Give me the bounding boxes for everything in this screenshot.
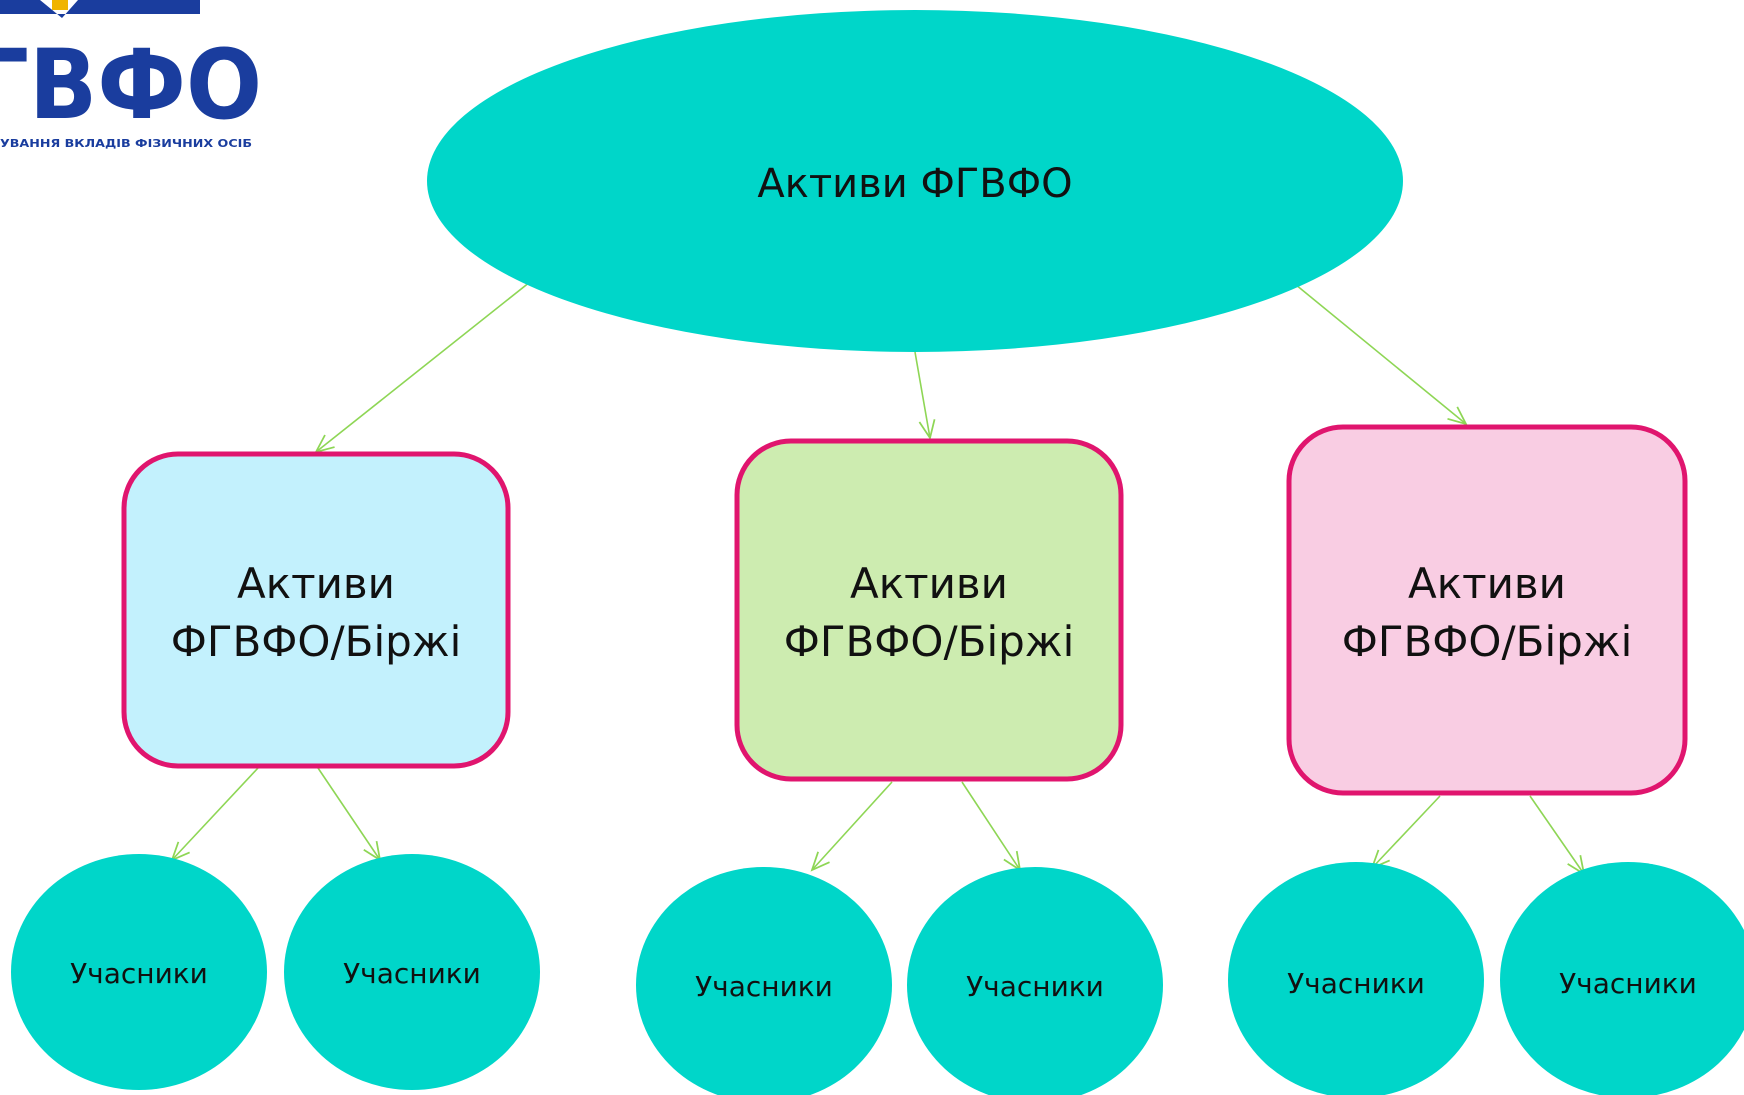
branch-box-2 xyxy=(734,438,1124,782)
root-label: Активи ФГВФО xyxy=(757,161,1072,207)
branch-box-1 xyxy=(121,451,511,769)
branch-1-label-line1: Активи xyxy=(237,559,395,608)
arrow-branch-2-to-child-1 xyxy=(810,781,893,872)
leaf-circle xyxy=(284,854,540,1090)
root-ellipse xyxy=(427,10,1403,352)
leaf-label: Учасники xyxy=(966,970,1104,1003)
connector-arrows xyxy=(170,277,1586,876)
leaf-label: Учасники xyxy=(695,970,833,1003)
branch-node-2: Активи ФГВФО/Біржі xyxy=(734,438,1124,782)
leaf-node: Учасники xyxy=(636,867,892,1095)
leaf-label: Учасники xyxy=(70,957,208,990)
arrow-root-to-branch-2 xyxy=(914,351,936,441)
leaf-node: Учасники xyxy=(1500,862,1744,1095)
leaf-circle xyxy=(1500,862,1744,1095)
arrow-branch-1-to-child-1 xyxy=(170,767,259,862)
branch-3-label-line2: ФГВФО/Біржі xyxy=(1342,617,1633,666)
leaf-label: Учасники xyxy=(1559,967,1697,1000)
leaf-circle xyxy=(1228,862,1484,1095)
leaf-circle xyxy=(907,867,1163,1095)
leaf-node: Учасники xyxy=(284,854,540,1090)
leaf-label: Учасники xyxy=(1287,967,1425,1000)
leaf-circle xyxy=(636,867,892,1095)
logo: ГВФО УВАННЯ ВКЛАДІВ ФІЗИЧНИХ ОСІБ xyxy=(0,0,262,150)
leaf-node: Учасники xyxy=(11,854,267,1090)
leaf-label: Учасники xyxy=(343,957,481,990)
leaf-node: Учасники xyxy=(907,867,1163,1095)
branch-1-label-line2: ФГВФО/Біржі xyxy=(171,617,462,666)
branch-2-label-line1: Активи xyxy=(850,559,1008,608)
logo-tagline: УВАННЯ ВКЛАДІВ ФІЗИЧНИХ ОСІБ xyxy=(0,137,252,150)
root-node: Активи ФГВФО xyxy=(427,10,1403,352)
branch-node-1: Активи ФГВФО/Біржі xyxy=(121,451,511,769)
logo-emblem-accent-icon xyxy=(52,0,68,10)
leaf-circle xyxy=(11,854,267,1090)
branch-3-label-line1: Активи xyxy=(1408,559,1566,608)
arrow-branch-2-to-child-2 xyxy=(961,781,1022,872)
arrow-root-to-branch-3 xyxy=(1289,279,1468,426)
branch-box-3 xyxy=(1286,424,1688,796)
logo-emblem-icon xyxy=(0,0,200,18)
logo-letters: ГВФО xyxy=(0,29,262,141)
leaf-node: Учасники xyxy=(1228,862,1484,1095)
arrow-branch-1-to-child-2 xyxy=(317,767,382,862)
arrow-root-to-branch-1 xyxy=(314,277,536,454)
branch-2-label-line2: ФГВФО/Біржі xyxy=(784,617,1075,666)
arrow-branch-3-to-child-1 xyxy=(1370,795,1441,870)
branch-node-3: Активи ФГВФО/Біржі xyxy=(1286,424,1688,796)
arrow-branch-3-to-child-2 xyxy=(1529,795,1586,876)
